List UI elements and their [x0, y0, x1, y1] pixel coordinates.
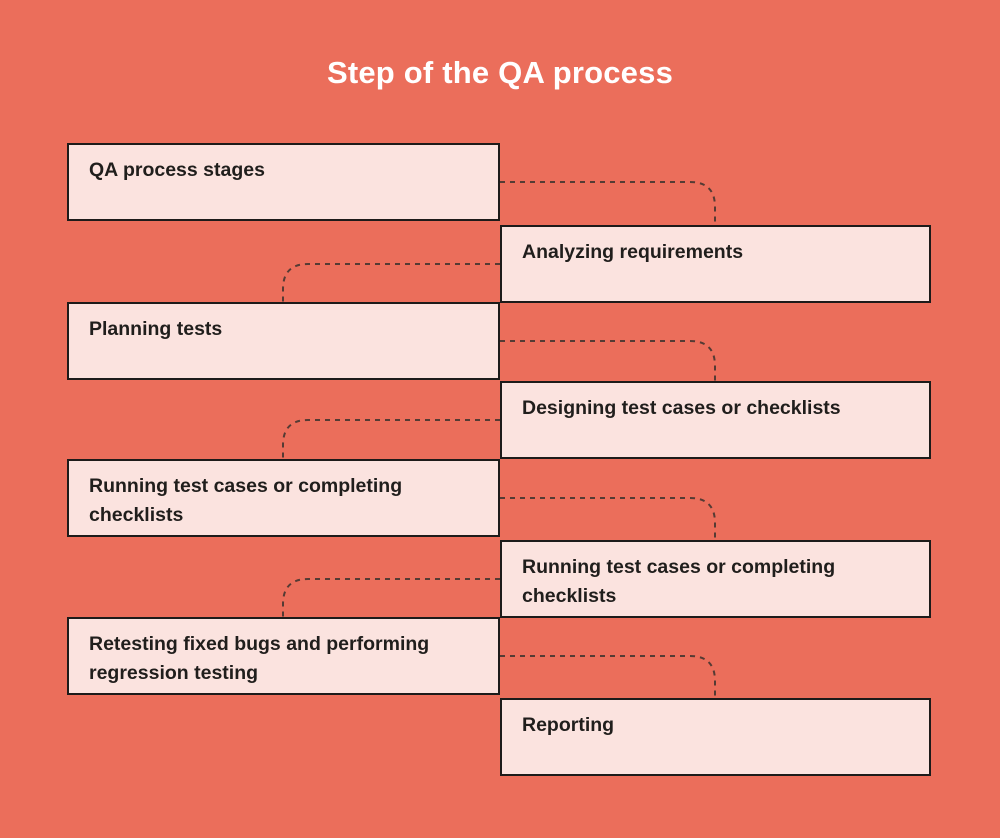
diagram-title: Step of the QA process [326, 55, 674, 90]
process-box-reporting: Reporting [500, 698, 931, 776]
process-box-qa-process-stages: QA process stages [67, 143, 500, 221]
process-box-running-test-cases-right: Running test cases or completing checkli… [500, 540, 931, 618]
process-box-label: Running test cases or completing checkli… [522, 556, 836, 607]
process-box-label: Designing test cases or checklists [522, 397, 841, 419]
connector-line-1-2 [500, 181, 716, 225]
connector-line-3-4 [500, 340, 716, 381]
process-box-label: Reporting [522, 714, 615, 736]
connector-line-2-3 [282, 263, 500, 302]
process-box-label: Retesting fixed bugs and performing regr… [89, 633, 430, 684]
process-box-running-test-cases-left: Running test cases or completing checkli… [67, 459, 500, 537]
process-box-planning-tests: Planning tests [67, 302, 500, 380]
connector-line-7-8 [500, 655, 716, 698]
connector-line-4-5 [282, 419, 500, 459]
connector-line-5-6 [500, 497, 716, 540]
process-box-label: Analyzing requirements [522, 241, 744, 263]
connector-line-6-7 [282, 578, 500, 617]
process-box-analyzing-requirements: Analyzing requirements [500, 225, 931, 303]
process-box-designing-test-cases: Designing test cases or checklists [500, 381, 931, 459]
process-box-label: QA process stages [89, 159, 265, 181]
process-box-retesting-fixed-bugs: Retesting fixed bugs and performing regr… [67, 617, 500, 695]
process-box-label: Planning tests [89, 318, 223, 340]
process-box-label: Running test cases or completing checkli… [89, 475, 403, 526]
